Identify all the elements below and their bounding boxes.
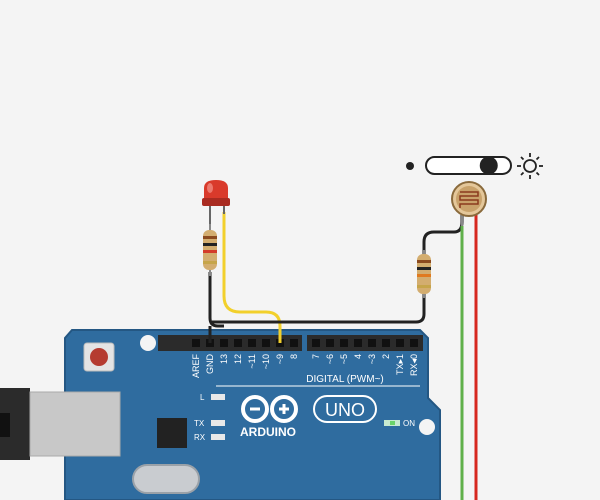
uno-badge xyxy=(313,395,377,423)
right-pin-socket[interactable] xyxy=(312,339,320,347)
right-pin-label: ~6 xyxy=(325,354,335,364)
left-pin-label: ~10 xyxy=(261,354,271,369)
left-pin-socket[interactable] xyxy=(234,339,242,347)
light-level-slider[interactable] xyxy=(406,153,543,179)
left-pin-socket[interactable] xyxy=(290,339,298,347)
red-led[interactable] xyxy=(202,180,230,224)
header-right xyxy=(307,335,423,351)
sun-icon xyxy=(517,153,543,179)
arduino-logo-text: ARDUINO xyxy=(240,425,296,439)
left-pin-label: AREF xyxy=(191,354,201,379)
digital-pwm-label: DIGITAL (PWM~) xyxy=(306,374,384,385)
right-pin-label: 4 xyxy=(353,354,363,359)
slider-track[interactable] xyxy=(425,156,512,175)
power-led xyxy=(390,421,395,425)
left-pin-label: ~11 xyxy=(247,354,257,369)
onboard-leds xyxy=(211,394,400,440)
wire-black-ldr-top[interactable] xyxy=(422,212,464,258)
right-pin-socket[interactable] xyxy=(340,339,348,347)
crystal-oscillator xyxy=(132,464,200,494)
left-pin-label: 8 xyxy=(289,354,299,359)
left-pin-socket[interactable] xyxy=(192,339,200,347)
right-pin-label: 7 xyxy=(311,354,321,359)
mounting-hole xyxy=(419,419,435,435)
right-pin-label: ~3 xyxy=(367,354,377,364)
right-pin-socket[interactable] xyxy=(382,339,390,347)
uno-badge-text: UNO xyxy=(325,400,365,420)
reset-button[interactable] xyxy=(83,342,115,372)
right-pin-label: RX◂0 xyxy=(409,354,419,376)
wires[interactable] xyxy=(208,212,478,500)
right-pin-label: TX▸1 xyxy=(395,354,405,375)
resistor-ldr[interactable] xyxy=(417,250,431,298)
wire-black-ldr[interactable] xyxy=(212,294,426,324)
right-pin-socket[interactable] xyxy=(396,339,404,347)
right-pin-socket[interactable] xyxy=(326,339,334,347)
resistor-led[interactable] xyxy=(203,224,217,276)
wire-yellow-pin9[interactable] xyxy=(222,212,282,343)
left-pin-socket[interactable] xyxy=(262,339,270,347)
left-pin-socket[interactable] xyxy=(248,339,256,347)
right-pin-socket[interactable] xyxy=(354,339,362,347)
chip xyxy=(157,418,187,448)
photoresistor[interactable] xyxy=(451,181,487,226)
right-pin-socket[interactable] xyxy=(368,339,376,347)
led-label-rx: RX xyxy=(194,433,206,442)
left-pin-label: 13 xyxy=(219,354,229,364)
led-label-tx: TX xyxy=(194,419,205,428)
usb-port xyxy=(0,388,121,460)
led-label-on: ON xyxy=(403,419,415,428)
arduino-uno-board[interactable]: L TX RX ON ARDUINO UNO DIGITAL (PWM~) AR… xyxy=(0,329,441,500)
left-pin-label: ~9 xyxy=(275,354,285,364)
mounting-hole xyxy=(140,335,156,351)
right-pin-socket[interactable] xyxy=(410,339,418,347)
slider-knob[interactable] xyxy=(479,156,498,175)
wire-led-cathode[interactable] xyxy=(208,272,224,328)
arduino-logo-icon xyxy=(241,395,298,423)
led-label-l: L xyxy=(200,393,205,402)
right-pin-label: 2 xyxy=(381,354,391,359)
dim-dot-icon xyxy=(406,162,414,170)
header-right-pins[interactable]: 7 ~6 ~5 4 ~3 2 TX▸1 RX◂0 xyxy=(311,339,419,376)
left-pin-label: 12 xyxy=(233,354,243,364)
right-pin-label: ~5 xyxy=(339,354,349,364)
header-left-pins[interactable]: AREF GND 13 12 ~11 ~10 ~9 8 xyxy=(191,339,299,378)
left-pin-label: GND xyxy=(205,354,215,375)
left-pin-socket[interactable] xyxy=(220,339,228,347)
